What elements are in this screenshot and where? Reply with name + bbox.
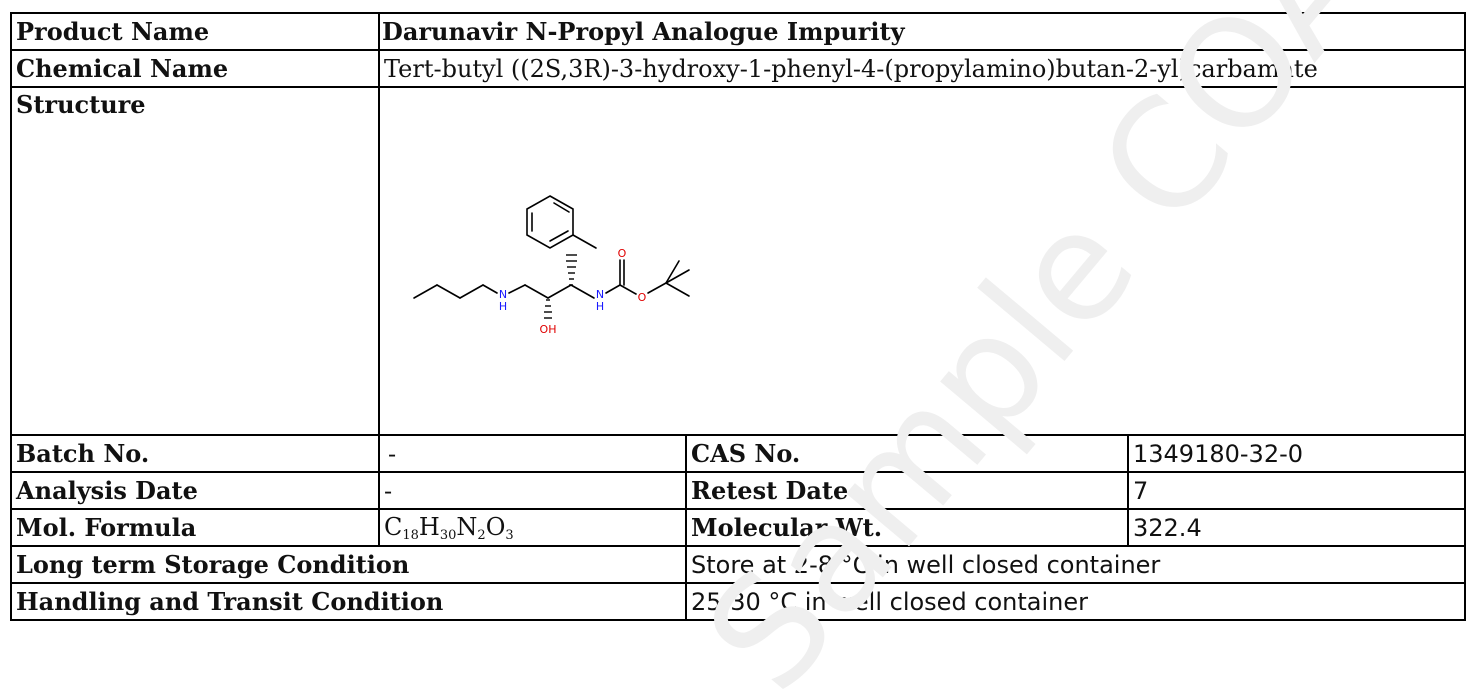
storage-condition-value: Store at 2-8 °C in well closed container [684, 545, 1467, 584]
tbutyl-bond [665, 269, 690, 284]
cas-no-label: CAS No. [685, 434, 1129, 473]
propyl-bond [459, 284, 484, 299]
retest-date-value: 7 [1126, 471, 1467, 510]
backbone-bond [547, 284, 572, 299]
handling-condition-value: 25-30 °C in well closed container [684, 582, 1467, 621]
product-name-value: Darunavir N-Propyl Analogue Impurity [377, 12, 1467, 51]
mol-formula-label: Mol. Formula [10, 508, 380, 547]
analysis-date-value: - [378, 471, 687, 510]
formula-element: N [456, 512, 478, 541]
handling-condition-label: Handling and Transit Condition [10, 582, 687, 621]
row-handling: Handling and Transit Condition 25-30 °C … [10, 582, 1467, 621]
carbamate-bond [605, 284, 621, 294]
formula-count: 3 [505, 527, 514, 543]
batch-no-label: Batch No. [10, 434, 380, 473]
atom-o-carbonyl: O [618, 247, 627, 260]
aromatic-bond [549, 230, 569, 242]
propyl-bond [436, 284, 461, 299]
amine-bond [482, 284, 498, 294]
row-formula-mw: Mol. Formula C18H30N2O3 Molecular Wt. 32… [10, 508, 1467, 547]
propyl-bond [413, 284, 438, 299]
row-analysis-retest: Analysis Date - Retest Date 7 [10, 471, 1467, 510]
atom-nh2: H [596, 300, 604, 313]
benzene-ring [526, 195, 574, 249]
atom-n2: N [596, 288, 604, 301]
ester-bond [619, 284, 637, 295]
atom-nh1: H [499, 300, 507, 313]
storage-condition-label: Long term Storage Condition [10, 545, 687, 584]
row-batch-cas: Batch No. - CAS No. 1349180-32-0 [10, 434, 1467, 473]
formula-element: C [384, 512, 403, 541]
chemical-name-label: Chemical Name [10, 49, 380, 88]
retest-date-label: Retest Date [685, 471, 1129, 510]
molecular-wt-value: 322.4 [1126, 508, 1467, 547]
formula-element: O [485, 512, 506, 541]
aromatic-bond [553, 202, 570, 213]
structure-label: Structure [10, 86, 380, 436]
coa-table: Product Name Darunavir N-Propyl Analogue… [10, 12, 1467, 621]
structure-cell: N H OH N H O O [377, 86, 1467, 436]
ester-bond [647, 282, 667, 294]
atom-o-ester: O [638, 291, 647, 304]
row-storage: Long term Storage Condition Store at 2-8… [10, 545, 1467, 584]
row-structure: Structure [10, 86, 1467, 436]
benzyl-bond [572, 234, 597, 249]
formula-count: 30 [439, 527, 457, 543]
tbutyl-bond [665, 260, 680, 284]
row-chemical-name: Chemical Name Tert-butyl ((2S,3R)-3-hydr… [10, 49, 1467, 88]
analysis-date-label: Analysis Date [10, 471, 380, 510]
mol-formula-value: C18H30N2O3 [378, 508, 687, 547]
row-product-name: Product Name Darunavir N-Propyl Analogue… [10, 12, 1467, 51]
chemical-structure-drawing: N H OH N H O O [413, 195, 690, 336]
molecular-wt-label: Molecular Wt. [685, 508, 1129, 547]
formula-element: H [418, 512, 440, 541]
formula-count: 18 [402, 527, 419, 543]
chemical-name-value: Tert-butyl ((2S,3R)-3-hydroxy-1-phenyl-4… [377, 49, 1467, 88]
backbone-bond [570, 284, 595, 299]
product-name-label: Product Name [10, 12, 380, 51]
amine-bond [508, 284, 526, 294]
backbone-bond [524, 284, 549, 299]
batch-no-value: - [378, 434, 687, 473]
tbutyl-bond [665, 282, 690, 297]
atom-n1: N [499, 288, 507, 301]
atom-oh: OH [540, 323, 557, 336]
cas-no-value: 1349180-32-0 [1126, 434, 1467, 473]
formula-count: 2 [477, 527, 486, 543]
